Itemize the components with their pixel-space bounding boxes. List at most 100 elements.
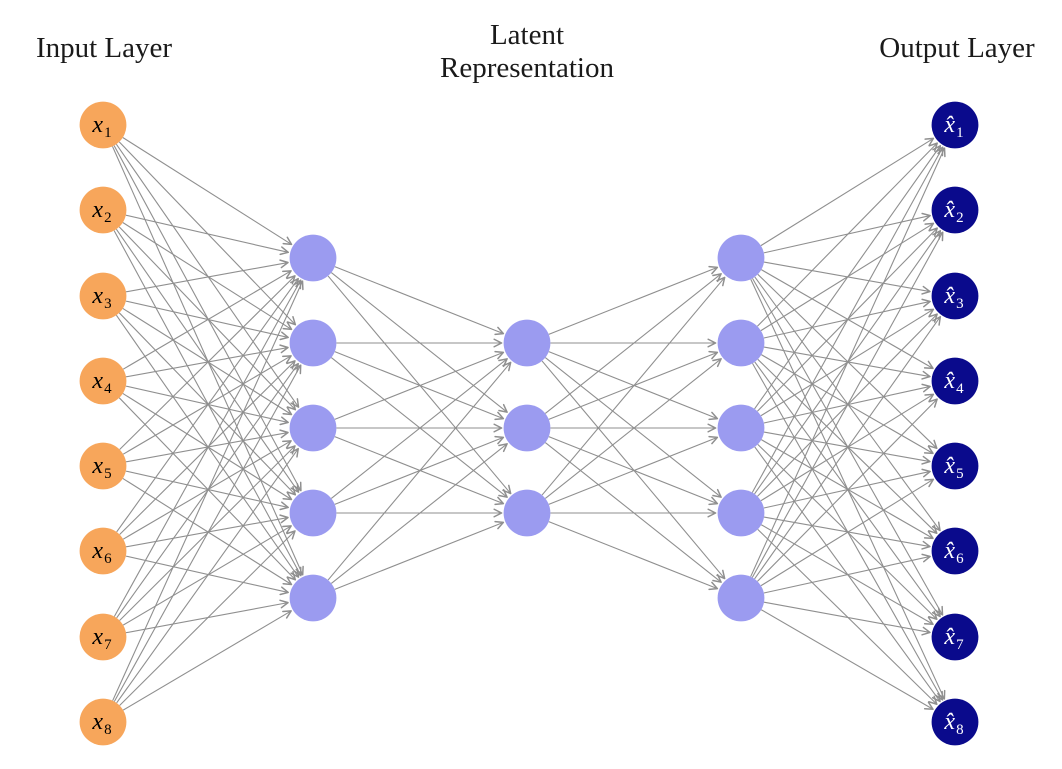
decoder-hidden-layer-node-4 [717,489,765,537]
edges-latent-layer-to-decoder-hidden-layer [541,265,726,591]
layer-title-latent-line-1: Latent [490,19,564,51]
connection-arrow [548,435,719,505]
decoder-hidden-layer [717,234,765,622]
connection-arrow [118,226,297,411]
edges-decoder-hidden-layer-to-output-layer [750,137,946,711]
encoder-hidden-layer-node-2 [289,319,337,367]
connection-arrow [757,528,938,705]
connection-arrow [125,599,289,634]
connection-arrow [544,358,722,499]
connection-arrow [751,146,944,493]
connection-arrow [763,346,931,380]
connection-arrow [119,530,296,706]
connection-arrow [122,477,293,586]
edges-encoder-hidden-layer-to-latent-layer [327,266,512,590]
connection-arrow [330,357,508,498]
input-layer-node-5 [79,442,127,490]
input-layer-node-6 [79,527,127,575]
output-layer-node-2 [931,186,979,234]
connection-arrow [115,228,300,493]
output-layer-node-5 [931,442,979,490]
connection-arrow [760,609,934,711]
connection-arrow [548,521,719,591]
output-layer-node-7 [931,613,979,661]
connection-arrow [760,137,935,247]
decoder-hidden-layer-node-1 [717,234,765,282]
connection-arrow [544,273,722,414]
output-layer-node-6 [931,527,979,575]
connection-arrow [757,398,938,582]
output-layer: x̂1x̂2x̂3x̂4x̂5x̂6x̂7x̂8 [931,101,979,746]
connection-arrow [754,145,942,410]
connection-arrow [125,259,289,293]
connection-arrow [119,275,296,450]
connection-arrow [548,436,719,506]
layer-title-input: Input Layer [36,32,172,64]
connection-arrow [763,553,931,594]
latent-layer [503,319,551,537]
decoder-hidden-layer-node-2 [717,319,765,367]
connection-arrow [544,357,722,498]
connection-arrow [334,350,505,420]
edges-input-layer-to-encoder-hidden-layer [111,137,304,711]
input-layer-node-3 [79,272,127,320]
latent-layer-node-3 [503,489,551,537]
input-layer-node-7 [79,613,127,661]
output-layer-node-3 [931,272,979,320]
connection-arrow [122,137,293,246]
connection-arrow [330,358,508,499]
connection-arrow [760,478,935,587]
output-layer-node-8 [931,698,979,746]
connection-arrow [761,354,934,455]
connection-arrow [125,300,289,341]
encoder-hidden-layer-node-3 [289,404,337,452]
connection-arrow [544,442,722,583]
connection-arrow [327,361,512,581]
connection-arrow [756,142,938,327]
connection-arrow [750,147,946,577]
layer-title-input-line-1: Input Layer [36,32,172,64]
connection-arrow [751,231,944,578]
connection-arrow [122,270,292,370]
connection-arrow [330,443,508,584]
input-layer-node-8 [79,698,127,746]
connection-arrow [334,436,505,506]
connection-arrow [334,520,505,590]
connection-arrow [122,222,293,331]
connection-arrow [757,273,938,450]
encoder-hidden-layer [289,234,337,622]
connection-arrow [548,351,719,421]
input-layer-node-1 [79,101,127,149]
encoder-hidden-layer-node-4 [289,489,337,537]
connection-arrow [113,364,302,702]
connection-arrow [113,279,302,617]
connection-arrow [330,272,508,413]
connection-arrow [757,358,938,535]
connection-arrow [334,351,505,421]
latent-layer-node-1 [503,319,551,367]
connection-arrow [125,555,289,596]
input-layer-node-2 [79,186,127,234]
connection-arrow [122,440,292,540]
connection-arrow [116,447,299,704]
connection-arrow [763,601,931,636]
connection-arrow [116,277,299,533]
layer-title-output-line-1: Output Layer [879,32,1035,64]
output-layer-node-1 [931,101,979,149]
connection-arrow [122,307,293,416]
output-layer-node-4 [931,357,979,405]
connection-arrow [763,516,931,550]
connection-arrow [763,431,931,465]
connection-arrow [761,439,934,540]
connection-arrow [122,392,293,501]
connection-arrow [122,610,292,711]
connection-arrow [125,214,289,256]
connection-arrow [754,315,942,580]
input-layer-node-4 [79,357,127,405]
decoder-hidden-layer-node-3 [717,404,765,452]
connection-arrow [548,265,719,335]
